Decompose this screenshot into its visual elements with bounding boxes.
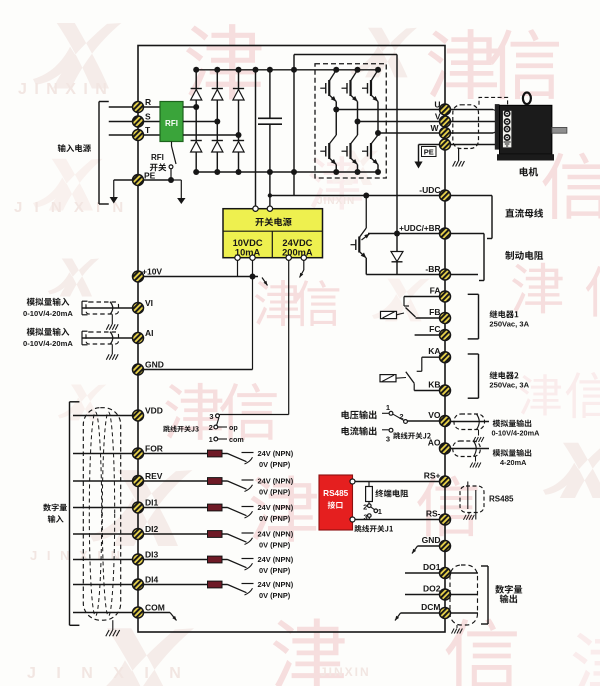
svg-text:4-20mA: 4-20mA xyxy=(500,458,527,467)
svg-text:2: 2 xyxy=(363,502,367,511)
svg-text:24V (NPN): 24V (NPN) xyxy=(258,530,294,539)
svg-text:FOR: FOR xyxy=(145,444,163,454)
svg-text:RS485: RS485 xyxy=(489,495,514,504)
svg-text:J I N X I N: J I N X I N xyxy=(18,81,108,98)
svg-text:1: 1 xyxy=(378,507,382,516)
svg-text:JINXIN: JINXIN xyxy=(320,665,371,679)
svg-text:W: W xyxy=(430,123,439,133)
svg-text:PE: PE xyxy=(144,171,156,181)
svg-text:0V (PNP): 0V (PNP) xyxy=(259,460,291,469)
svg-text:VDD: VDD xyxy=(145,406,163,416)
svg-text:REV: REV xyxy=(145,471,163,481)
svg-text:1: 1 xyxy=(209,435,213,444)
svg-text:0V (PNP): 0V (PNP) xyxy=(259,514,291,523)
svg-text:J I N X I N: J I N X I N xyxy=(30,548,123,563)
svg-text:op: op xyxy=(229,423,238,432)
svg-text:RFI: RFI xyxy=(151,153,164,162)
svg-text:24V (NPN): 24V (NPN) xyxy=(258,477,294,486)
svg-text:DCM: DCM xyxy=(421,602,440,612)
svg-text:0-10V/4-20mA: 0-10V/4-20mA xyxy=(492,428,541,437)
svg-text:DI3: DI3 xyxy=(145,550,159,560)
svg-text:DO1: DO1 xyxy=(423,562,441,572)
svg-text:RS485: RS485 xyxy=(323,489,348,498)
svg-text:R: R xyxy=(145,97,151,107)
svg-text:J I N X I N: J I N X I N xyxy=(14,199,127,216)
svg-text:0-10V/4-20mA: 0-10V/4-20mA xyxy=(23,309,73,318)
svg-text:-BR: -BR xyxy=(425,264,440,274)
svg-text:DI2: DI2 xyxy=(145,524,159,534)
svg-text:2: 2 xyxy=(399,412,403,421)
svg-text:U: U xyxy=(434,100,440,110)
svg-text:S: S xyxy=(145,112,151,122)
svg-text:DI1: DI1 xyxy=(145,498,159,508)
svg-text:JINXIN: JINXIN xyxy=(317,196,355,207)
svg-text:DI4: DI4 xyxy=(145,575,159,585)
svg-text:GND: GND xyxy=(145,360,164,370)
svg-text:T: T xyxy=(145,125,151,135)
svg-text:VO: VO xyxy=(428,410,441,420)
svg-text:24V (NPN): 24V (NPN) xyxy=(258,503,294,512)
svg-text:COM: COM xyxy=(145,603,165,613)
svg-text:RFI: RFI xyxy=(165,119,178,128)
svg-text:KA: KA xyxy=(428,346,440,356)
svg-text:3: 3 xyxy=(364,512,368,521)
svg-text:+UDC/+BR: +UDC/+BR xyxy=(399,224,440,233)
svg-text:10mA: 10mA xyxy=(235,248,261,258)
svg-text:0V (PNP): 0V (PNP) xyxy=(259,540,291,549)
svg-text:AI: AI xyxy=(145,328,154,338)
svg-text:RS-: RS- xyxy=(426,509,441,519)
svg-text:1: 1 xyxy=(386,403,390,412)
svg-text:RS+: RS+ xyxy=(424,471,441,481)
svg-text:PE: PE xyxy=(424,148,434,157)
svg-text:24VDC: 24VDC xyxy=(282,238,312,248)
svg-text:AO: AO xyxy=(428,438,441,448)
svg-text:0V (PNP): 0V (PNP) xyxy=(259,487,291,496)
svg-text:FB: FB xyxy=(429,307,440,317)
svg-text:VI: VI xyxy=(145,298,153,308)
svg-text:V: V xyxy=(435,112,441,122)
svg-text:250Vac, 3A: 250Vac, 3A xyxy=(489,319,529,328)
svg-text:0V (PNP): 0V (PNP) xyxy=(259,591,291,600)
svg-text:24V (NPN): 24V (NPN) xyxy=(258,449,294,458)
svg-text:+10V: +10V xyxy=(142,267,162,277)
svg-text:J I N X I N: J I N X I N xyxy=(27,665,189,682)
svg-text:10VDC: 10VDC xyxy=(233,238,263,248)
svg-text:KB: KB xyxy=(428,380,440,390)
svg-text:com: com xyxy=(229,435,244,444)
svg-text:GND: GND xyxy=(422,535,441,545)
svg-text:0V (PNP): 0V (PNP) xyxy=(259,566,291,575)
svg-text:2: 2 xyxy=(209,423,213,432)
svg-text:200mA: 200mA xyxy=(282,248,313,258)
svg-text:3: 3 xyxy=(209,412,213,421)
svg-text:DO2: DO2 xyxy=(423,584,441,594)
svg-text:24V (NPN): 24V (NPN) xyxy=(258,555,294,564)
svg-text:-UDC: -UDC xyxy=(419,185,440,195)
svg-text:24V (NPN): 24V (NPN) xyxy=(258,580,294,589)
svg-text:FC: FC xyxy=(429,324,440,334)
svg-text:3: 3 xyxy=(386,435,390,444)
svg-text:FA: FA xyxy=(430,286,441,296)
svg-text:250Vac, 3A: 250Vac, 3A xyxy=(489,380,529,389)
svg-text:0-10V/4-20mA: 0-10V/4-20mA xyxy=(23,339,73,348)
